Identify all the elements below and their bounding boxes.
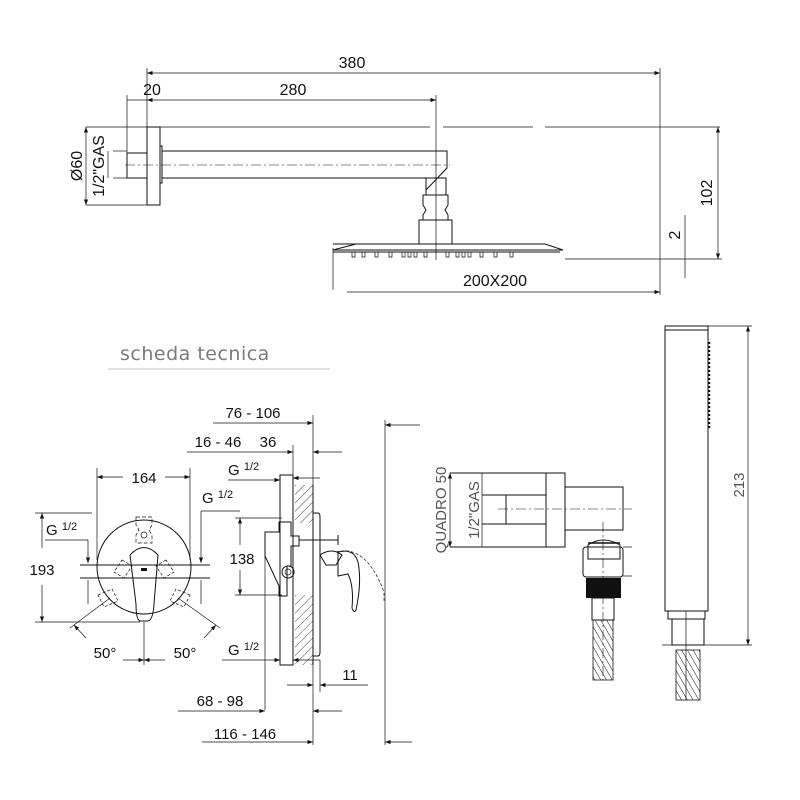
page-title: scheda tecnica xyxy=(120,343,270,365)
wall-outlet-drawing: QUADRO 50 1/2"GAS xyxy=(433,467,632,681)
dim-76-106: 76 - 106 xyxy=(225,405,280,422)
dim-116-146: 116 - 146 xyxy=(214,726,276,743)
dim-11: 11 xyxy=(342,667,358,684)
dim-20: 20 xyxy=(143,82,161,99)
dim-36: 36 xyxy=(260,434,277,451)
dim-102: 102 xyxy=(699,180,716,207)
thread-left-label: G 1/2 xyxy=(46,521,77,539)
dim-280: 280 xyxy=(280,82,307,99)
hand-shower-drawing: 213 xyxy=(662,325,752,701)
dim-138: 138 xyxy=(229,551,254,568)
thread-bottom-label: G 1/2 xyxy=(228,641,259,659)
dim-diameter-60: Ø60 xyxy=(69,151,86,181)
dim-68-98: 68 - 98 xyxy=(197,693,244,710)
mixer-front-view: 164 193 G 1/2 G 1/2 50° 50° xyxy=(29,468,240,665)
thread-right-label: G 1/2 xyxy=(202,489,233,507)
dim-380: 380 xyxy=(339,55,366,72)
outlet-size-label: QUADRO 50 xyxy=(433,467,450,554)
dim-193: 193 xyxy=(29,562,54,579)
angle-left: 50° xyxy=(94,645,117,662)
mixer-side-view: 76 - 106 16 - 46 36 G 1/2 138 G 1/2 xyxy=(178,405,420,745)
outlet-thread-label: 1/2"GAS xyxy=(466,481,483,539)
dim-200x200: 200X200 xyxy=(463,273,527,290)
thread-label: 1/2"GAS xyxy=(91,135,108,197)
dim-2: 2 xyxy=(667,230,684,239)
dim-164: 164 xyxy=(131,470,156,487)
dim-16-46: 16 - 46 xyxy=(195,434,242,451)
dim-213: 213 xyxy=(731,472,748,497)
angle-right: 50° xyxy=(174,645,197,662)
shower-arm-drawing: 380 20 280 200X200 102 2 Ø60 xyxy=(69,55,722,295)
thread-top-label: G 1/2 xyxy=(228,461,259,479)
